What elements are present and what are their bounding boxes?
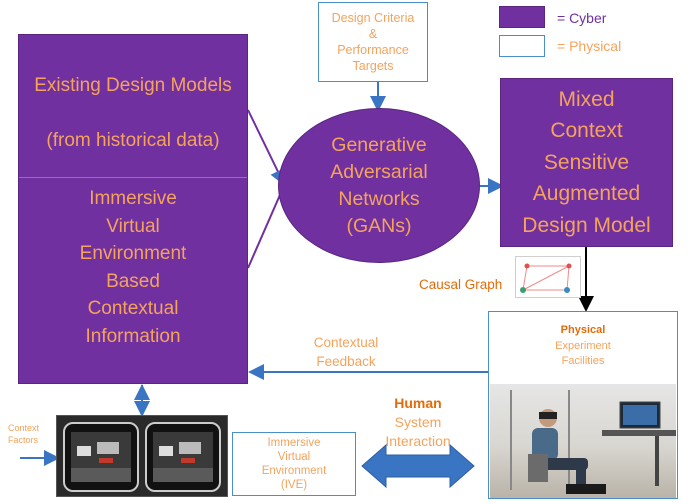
vr-left-alert bbox=[99, 458, 113, 463]
causal-graph-thumbnail bbox=[515, 256, 581, 298]
physical-line-3: Facilities bbox=[561, 355, 605, 367]
lab-pole-1 bbox=[510, 390, 512, 490]
ive-line-5: Contextual bbox=[87, 298, 179, 319]
vr-right-alert bbox=[181, 458, 195, 463]
models-title: Existing Design Models bbox=[34, 75, 232, 96]
lab-desk bbox=[602, 430, 676, 436]
subject-legs bbox=[538, 458, 588, 470]
causal-node-2 bbox=[566, 263, 572, 269]
line-ive-to-gan bbox=[247, 187, 284, 269]
context-factors-label: Context Factors bbox=[8, 422, 39, 446]
vr-right-panel-2 bbox=[179, 442, 201, 454]
legend-cyber-label: = Cyber bbox=[557, 10, 607, 26]
vr-right-panel-1 bbox=[159, 446, 173, 456]
line-models-to-gan bbox=[247, 109, 285, 186]
legend-cyber-swatch bbox=[499, 6, 545, 28]
feedback-line-2: Feedback bbox=[316, 354, 376, 369]
causal-edge-3 bbox=[522, 265, 570, 291]
lab-pole-2 bbox=[568, 390, 570, 490]
criteria-line-1: Design Criteria bbox=[331, 11, 415, 25]
hsi-line-2: System bbox=[394, 414, 442, 430]
lab-photo-scene bbox=[510, 390, 676, 494]
models-subtitle: (from historical data) bbox=[46, 130, 220, 151]
ive-context-text: Immersive Virtual Environment Based Cont… bbox=[19, 185, 247, 350]
context-factors-line-1: Context bbox=[8, 423, 40, 433]
mixed-line-4: Augmented bbox=[532, 182, 641, 206]
ive-line-4: Based bbox=[106, 270, 160, 292]
contextual-feedback-label: Contextual Feedback bbox=[296, 333, 396, 371]
lab-desk-leg bbox=[655, 436, 659, 486]
causal-edge-4 bbox=[566, 265, 570, 291]
ive-line-6: Information bbox=[85, 325, 181, 347]
hsi-label: Human System Interaction bbox=[362, 394, 474, 451]
causal-node-4 bbox=[564, 287, 570, 293]
ive-line-2: Virtual bbox=[106, 215, 160, 237]
mixed-line-3: Sensitive bbox=[543, 150, 630, 174]
legend-physical-label: = Physical bbox=[557, 38, 622, 54]
criteria-line-3: Performance bbox=[337, 43, 409, 57]
gan-line-2: Adversarial bbox=[330, 160, 428, 183]
ive-box-line-3: Environment bbox=[261, 465, 327, 477]
gan-line-1: Generative bbox=[331, 133, 427, 156]
mixed-line-2: Context bbox=[550, 119, 623, 143]
causal-edge-2 bbox=[522, 265, 528, 291]
legend-physical-swatch bbox=[499, 35, 545, 57]
vr-left-floor bbox=[71, 468, 131, 482]
vr-left-eye bbox=[63, 422, 139, 492]
gan-line-3: Networks bbox=[338, 187, 420, 210]
vr-headset-view-image bbox=[56, 415, 228, 497]
ive-line-1: Immersive bbox=[89, 188, 177, 209]
vr-right-eye bbox=[145, 422, 221, 492]
hsi-line-3: Interaction bbox=[385, 433, 451, 449]
vr-left-panel-2 bbox=[97, 442, 119, 454]
lab-photo bbox=[490, 384, 676, 498]
subject-headset bbox=[539, 412, 557, 419]
vr-left-eye-scene bbox=[71, 432, 131, 482]
subject-body bbox=[532, 428, 558, 460]
mixed-line-5: Design Model bbox=[522, 213, 651, 237]
context-factors-line-2: Factors bbox=[8, 435, 39, 445]
causal-node-3 bbox=[520, 287, 526, 293]
subject-lower-legs bbox=[576, 464, 586, 486]
ive-box: Immersive Virtual Environment (IVE) bbox=[232, 432, 356, 496]
lab-monitor-screen bbox=[623, 405, 657, 425]
box-divider bbox=[19, 177, 247, 178]
ive-box-line-1: Immersive bbox=[267, 437, 321, 449]
physical-facilities-box: Physical Experiment Facilities bbox=[488, 311, 678, 499]
gan-ellipse: Generative Adversarial Networks (GANs) bbox=[278, 108, 480, 263]
lab-platform bbox=[566, 484, 606, 494]
gan-line-4: (GANs) bbox=[346, 214, 412, 237]
causal-node-1 bbox=[524, 263, 530, 269]
criteria-line-2: & bbox=[368, 27, 378, 41]
vr-right-eye-scene bbox=[153, 432, 213, 482]
mixed-line-1: Mixed bbox=[558, 87, 615, 111]
ive-box-line-4: (IVE) bbox=[280, 479, 308, 491]
feedback-line-1: Contextual bbox=[313, 335, 379, 350]
physical-title: Physical bbox=[560, 324, 606, 336]
mixed-context-box: Mixed Context Sensitive Augmented Design… bbox=[500, 78, 673, 247]
ive-line-3: Environment bbox=[79, 243, 187, 264]
design-criteria-box: Design Criteria & Performance Targets bbox=[318, 2, 428, 82]
criteria-line-4: Targets bbox=[352, 59, 394, 73]
lab-chair bbox=[528, 454, 548, 482]
physical-line-2: Experiment bbox=[555, 340, 611, 352]
vr-left-panel-1 bbox=[77, 446, 91, 456]
existing-design-models-box: Existing Design Models (from historical … bbox=[18, 34, 248, 384]
ive-box-line-2: Virtual bbox=[277, 451, 311, 463]
causal-graph-label: Causal Graph bbox=[419, 277, 503, 292]
hsi-line-1: Human bbox=[394, 395, 442, 411]
vr-right-floor bbox=[153, 468, 213, 482]
hsi-double-arrow bbox=[361, 443, 475, 489]
